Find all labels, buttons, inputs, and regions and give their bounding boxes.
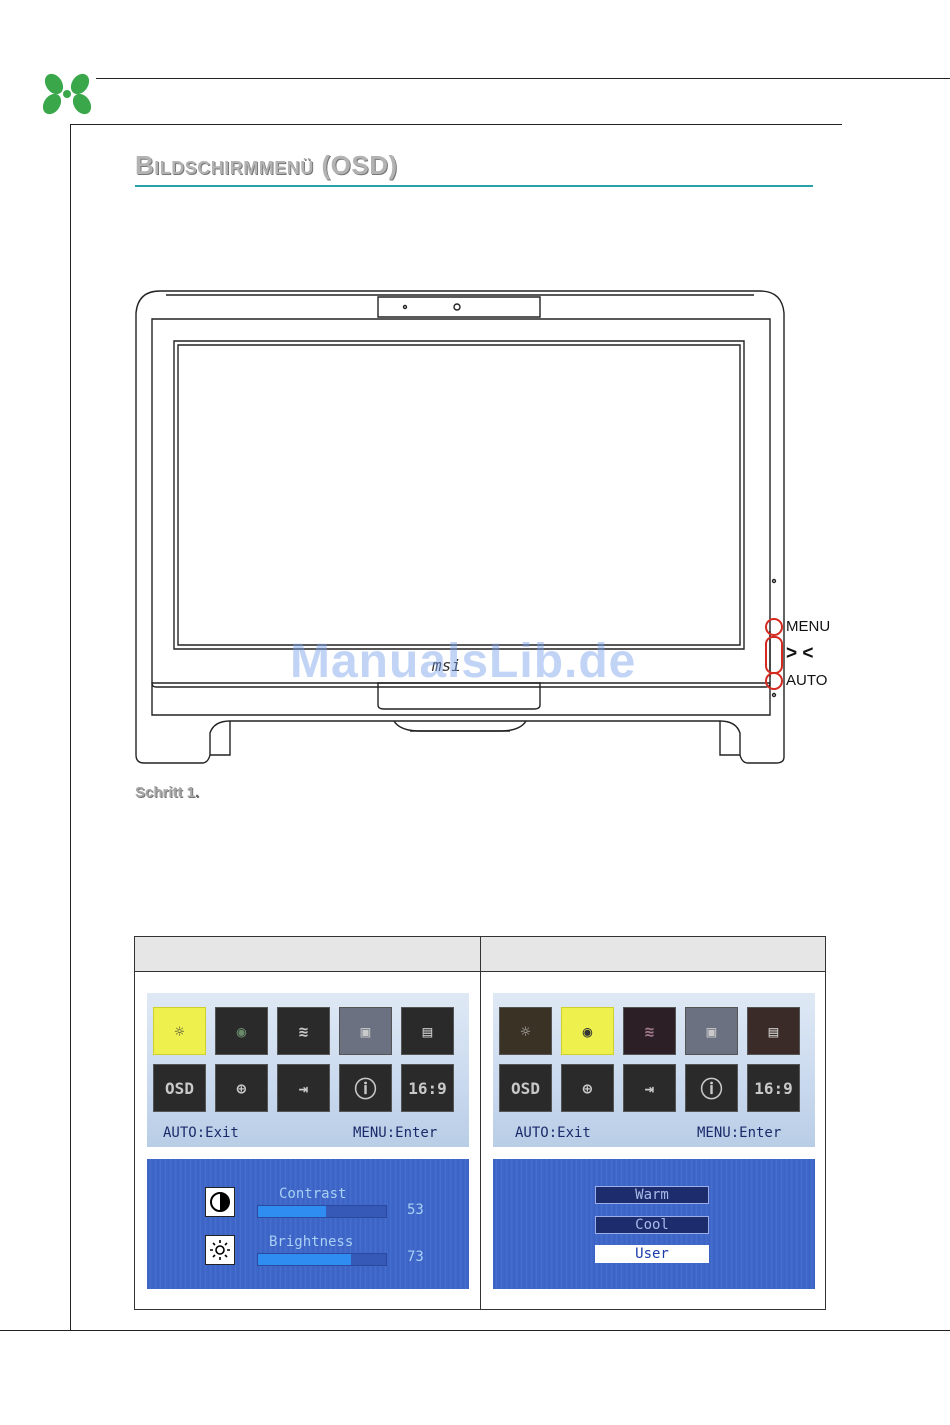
header-rule bbox=[96, 78, 950, 79]
image-icon[interactable]: ▣ bbox=[339, 1007, 392, 1055]
color-option-warm[interactable]: Warm bbox=[595, 1186, 709, 1204]
osd-icon[interactable]: OSD bbox=[153, 1064, 206, 1112]
menu-label: MENU bbox=[786, 618, 830, 635]
noise-icon[interactable]: ≋ bbox=[277, 1007, 330, 1055]
color-icon[interactable]: ◉ bbox=[215, 1007, 268, 1055]
osd-footer-enter: MENU:Enter bbox=[697, 1125, 781, 1141]
contrast-slider-fill bbox=[258, 1206, 326, 1217]
language-icon[interactable]: ⊕ bbox=[561, 1064, 614, 1112]
aspect-icon[interactable]: 16:9 bbox=[401, 1064, 454, 1112]
osd-color-panel: Warm Cool User bbox=[493, 1159, 815, 1289]
osd-brightness-panel: Contrast 53 Brightness 73 bbox=[147, 1159, 469, 1289]
info-icon[interactable]: ⓘ bbox=[685, 1064, 738, 1112]
brightness-slider-fill bbox=[258, 1254, 351, 1265]
title-underline bbox=[135, 185, 813, 187]
aspect-icon[interactable]: 16:9 bbox=[747, 1064, 800, 1112]
brightness-icon[interactable]: ☼ bbox=[499, 1007, 552, 1055]
content-rule bbox=[70, 124, 842, 125]
osd-main-menu-left: ☼ ◉ ≋ ▣ ▤ OSD ⊕ ⇥ ⓘ 16:9 AUTO:Exit MENU:… bbox=[147, 993, 469, 1147]
color-icon[interactable]: ◉ bbox=[561, 1007, 614, 1055]
table-column-divider bbox=[480, 937, 481, 1309]
figure-caption: Schritt 1. bbox=[135, 784, 199, 801]
osd-table: ☼ ◉ ≋ ▣ ▤ OSD ⊕ ⇥ ⓘ 16:9 AUTO:Exit MENU:… bbox=[134, 936, 826, 1310]
watermark: ManualsLib.de bbox=[290, 634, 636, 689]
page-title: Bildschirmmenü (OSD) bbox=[135, 150, 398, 181]
language-icon[interactable]: ⊕ bbox=[215, 1064, 268, 1112]
osd-footer-exit: AUTO:Exit bbox=[163, 1125, 239, 1141]
noise-icon[interactable]: ≋ bbox=[623, 1007, 676, 1055]
brightness-icon[interactable]: ☼ bbox=[153, 1007, 206, 1055]
footer-rule bbox=[0, 1330, 950, 1331]
color-option-cool[interactable]: Cool bbox=[595, 1216, 709, 1234]
auto-button-highlight[interactable] bbox=[765, 672, 783, 690]
margin-rule bbox=[70, 124, 71, 1331]
osd-main-menu-right: ☼ ◉ ≋ ▣ ▤ OSD ⊕ ⇥ ⓘ 16:9 AUTO:Exit MENU:… bbox=[493, 993, 815, 1147]
logo bbox=[38, 72, 96, 118]
osd-footer-exit: AUTO:Exit bbox=[515, 1125, 591, 1141]
input-icon[interactable]: ⇥ bbox=[277, 1064, 330, 1112]
screen-icon[interactable]: ▤ bbox=[747, 1007, 800, 1055]
auto-label: AUTO bbox=[786, 672, 827, 689]
contrast-label: Contrast bbox=[279, 1186, 346, 1202]
contrast-value: 53 bbox=[407, 1202, 424, 1218]
menu-button-highlight[interactable] bbox=[765, 618, 783, 636]
input-icon[interactable]: ⇥ bbox=[623, 1064, 676, 1112]
contrast-icon bbox=[205, 1187, 235, 1217]
info-icon[interactable]: ⓘ bbox=[339, 1064, 392, 1112]
monitor-drawing bbox=[130, 285, 790, 770]
image-icon[interactable]: ▣ bbox=[685, 1007, 738, 1055]
brightness-small-icon bbox=[205, 1235, 235, 1265]
brightness-label: Brightness bbox=[269, 1234, 353, 1250]
arrow-buttons-highlight[interactable] bbox=[765, 636, 783, 674]
contrast-slider[interactable] bbox=[257, 1205, 387, 1218]
brightness-value: 73 bbox=[407, 1249, 424, 1265]
osd-footer-enter: MENU:Enter bbox=[353, 1125, 437, 1141]
brightness-slider[interactable] bbox=[257, 1253, 387, 1266]
clover-logo-icon bbox=[38, 72, 96, 118]
color-option-user[interactable]: User bbox=[595, 1245, 709, 1263]
osd-icon[interactable]: OSD bbox=[499, 1064, 552, 1112]
screen-icon[interactable]: ▤ bbox=[401, 1007, 454, 1055]
arrows-label: > < bbox=[786, 643, 813, 665]
